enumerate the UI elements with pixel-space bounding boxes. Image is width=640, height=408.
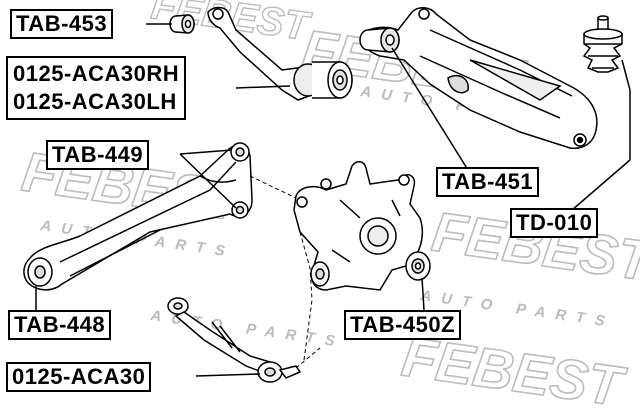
label-0125-aca30: 0125-ACA30 [6, 362, 152, 392]
label-tab-450z-text: TAB-450Z [350, 312, 456, 337]
upper-control-arm [207, 6, 353, 101]
label-0125-aca30rh-text: 0125-ACA30RH [13, 61, 180, 86]
label-0125-aca30lh-text: 0125-ACA30LH [13, 89, 177, 114]
dashed-guides [249, 175, 321, 369]
bushing-tab453 [169, 14, 195, 34]
steering-knuckle [293, 161, 431, 291]
label-tab-450z: TAB-450Z [344, 310, 462, 340]
leader-lines [35, 23, 631, 377]
label-tab-449: TAB-449 [46, 140, 150, 170]
bump-stop-td010 [582, 15, 623, 73]
label-td-010-text: TD-010 [516, 210, 593, 235]
bushing-tab451 [359, 27, 400, 53]
lower-control-arm [23, 142, 253, 291]
label-tab-448: TAB-448 [8, 310, 112, 340]
label-tab-448-text: TAB-448 [14, 312, 106, 337]
label-td-010: TD-010 [510, 208, 599, 238]
toe-link-arm [167, 297, 302, 383]
label-tab-453: TAB-453 [10, 9, 114, 39]
label-tab-451-text: TAB-451 [442, 169, 534, 194]
label-tab-453-text: TAB-453 [16, 11, 108, 36]
label-0125-aca30-text: 0125-ACA30 [12, 364, 146, 389]
label-tab-451: TAB-451 [436, 167, 540, 197]
label-tab-449-text: TAB-449 [52, 142, 144, 167]
label-upper-arm-pair: 0125-ACA30RH 0125-ACA30LH [6, 56, 187, 120]
trailing-arm [360, 7, 598, 150]
